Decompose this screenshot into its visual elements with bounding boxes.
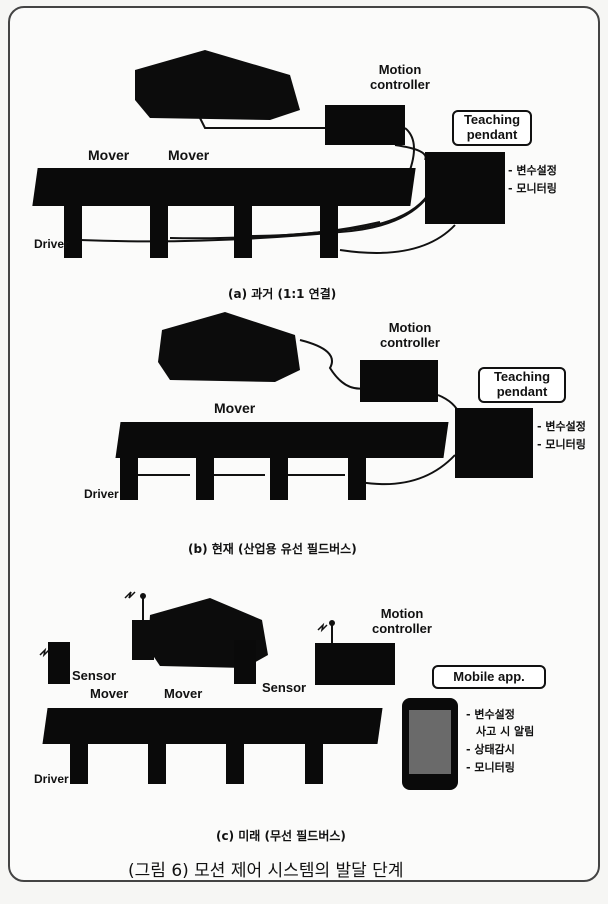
teaching-pendant-label: Teaching pendant — [452, 110, 532, 146]
smartphone-screen — [409, 710, 451, 774]
driver-unit — [305, 744, 323, 784]
motion-controller-box — [315, 643, 395, 685]
sensor-unit — [48, 642, 70, 684]
driver-unit — [148, 744, 166, 784]
sensor-unit — [234, 640, 256, 684]
driver-unit — [234, 206, 252, 258]
motion-controller-label: Motion controller — [380, 320, 440, 350]
driver-label: Driver — [34, 772, 69, 786]
driver-label: Driver — [84, 487, 119, 501]
mover-label: Mover — [168, 147, 210, 163]
mover-label: Mover — [164, 686, 203, 701]
app-function: - 변수설정 — [466, 708, 515, 721]
teaching-pendant-device — [425, 152, 505, 224]
pendant-function: - 변수설정 — [537, 420, 586, 433]
pendant-function: - 변수설정 — [508, 164, 557, 177]
driver-unit — [196, 458, 214, 500]
sensor-label: Sensor — [262, 680, 307, 695]
panel-caption: (b) 현재 (산업용 유선 필드버스) — [188, 542, 357, 556]
driver-unit — [270, 458, 288, 500]
driver-unit — [70, 744, 88, 784]
panel-caption: (c) 미래 (무선 필드버스) — [216, 829, 346, 843]
motion-controller-box — [360, 360, 438, 402]
driver-label: Driver — [34, 237, 69, 251]
driver-unit — [120, 458, 138, 500]
panel-caption: (a) 과거 (1:1 연결) — [228, 287, 337, 301]
figure-title: (그림 6) 모션 제어 시스템의 발달 단계 — [128, 861, 404, 881]
driver-unit — [64, 206, 82, 258]
mover-label: Mover — [90, 686, 129, 701]
motion-controller-label: Motion controller — [370, 62, 430, 92]
app-function: - 상태감시 — [466, 743, 515, 756]
teaching-pendant-device — [455, 408, 533, 478]
linear-rail — [42, 708, 383, 744]
app-function: 사고 시 알림 — [476, 725, 535, 738]
motion-controller-box — [325, 105, 405, 145]
smartphone-device — [402, 698, 458, 790]
driver-unit — [150, 206, 168, 258]
mobile-app-label: Mobile app. — [432, 665, 546, 689]
sensor-label: Sensor — [72, 668, 117, 683]
driver-unit — [348, 458, 366, 500]
mover-label: Mover — [214, 400, 256, 416]
pendant-function: - 모니터링 — [508, 182, 557, 195]
driver-unit — [320, 206, 338, 258]
pendant-function: - 모니터링 — [537, 438, 586, 451]
driver-unit — [226, 744, 244, 784]
app-function: - 모니터링 — [466, 761, 515, 774]
mover-label: Mover — [88, 147, 130, 163]
motion-controller-label: Motion controller — [372, 606, 432, 636]
teaching-pendant-label: Teaching pendant — [478, 367, 566, 403]
